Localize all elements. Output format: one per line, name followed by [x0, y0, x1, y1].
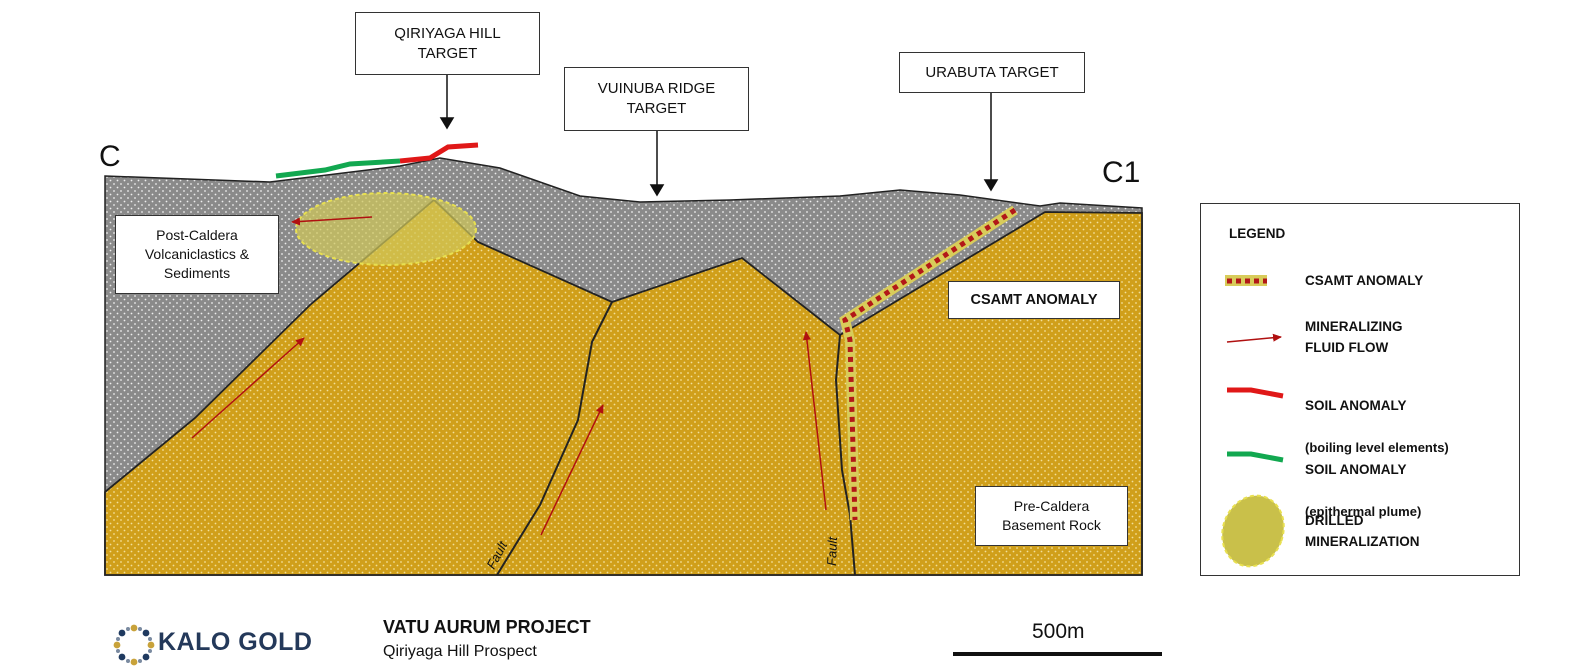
legend-item-drilled: DRILLED MINERALIZATION [1305, 513, 1420, 549]
urabuta-target-callout: URABUTA TARGET [899, 52, 1085, 93]
legend-item-soil-boiling-sub: (boiling level elements) [1305, 440, 1449, 455]
fault-line-2 [834, 334, 856, 576]
legend-symbols [1221, 275, 1285, 568]
pre-caldera-unit [104, 198, 1143, 576]
fluid-flow-arrow [291, 216, 373, 226]
post-caldera-label: Post-Caldera Volcaniclastics & Sediments [115, 215, 279, 294]
fluid-flow-arrow [540, 404, 604, 536]
legend-title: LEGEND [1229, 226, 1286, 241]
csamt-anomaly-dots [842, 207, 1017, 521]
vuinuba-ridge-target-callout: VUINUBA RIDGE TARGET [564, 67, 749, 131]
fault-line-1 [496, 301, 613, 576]
soil-anomaly-green [275, 158, 401, 179]
drilled-legend-icon [1221, 494, 1285, 568]
soil-green-legend-icon [1227, 451, 1284, 463]
legend-item-fluid-flow: MINERALIZING FLUID FLOW [1305, 319, 1403, 355]
scale-bar-label: 500m [1032, 620, 1085, 643]
fluid-flow-legend-icon [1226, 333, 1282, 343]
prospect-name: Qiriyaga Hill Prospect [383, 643, 537, 660]
qiriyaga-hill-target-callout: QIRIYAGA HILL TARGET [355, 12, 540, 75]
fault-label-2: Fault [824, 535, 840, 566]
legend-item-csamt: CSAMT ANOMALY [1305, 273, 1424, 288]
legend-item-soil-epithermal-label: SOIL ANOMALY [1305, 462, 1407, 477]
legend: LEGEND CSAMT ANOMALY MINERALIZING FLUID … [1200, 203, 1520, 576]
section-start-label: C [99, 140, 121, 173]
fluid-flow-arrow [802, 331, 827, 511]
fluid-flow-arrow [191, 337, 305, 439]
legend-item-soil-boiling-label: SOIL ANOMALY [1305, 398, 1407, 413]
project-title: VATU AURUM PROJECT [383, 617, 591, 637]
csamt-anomaly-label: CSAMT ANOMALY [948, 281, 1120, 319]
drilled-mineralization-zone [295, 192, 477, 266]
target-pointer-head [649, 184, 665, 197]
legend-item-soil-boiling: SOIL ANOMALY (boiling level elements) [1305, 374, 1449, 479]
legend-item-soil-epithermal: SOIL ANOMALY (epithermal plume) [1305, 438, 1421, 543]
target-pointer-head [439, 117, 455, 130]
section-end-label: C1 [1102, 156, 1141, 189]
legend-item-soil-epithermal-sub: (epithermal plume) [1305, 504, 1422, 519]
target-pointer-head [983, 179, 999, 192]
soil-red-legend-icon [1227, 387, 1284, 399]
company-name: KALO GOLD [158, 628, 313, 656]
kalo-gold-logo-icon [113, 624, 155, 666]
pre-caldera-label: Pre-Caldera Basement Rock [975, 486, 1128, 546]
soil-anomaly-red [399, 142, 479, 164]
